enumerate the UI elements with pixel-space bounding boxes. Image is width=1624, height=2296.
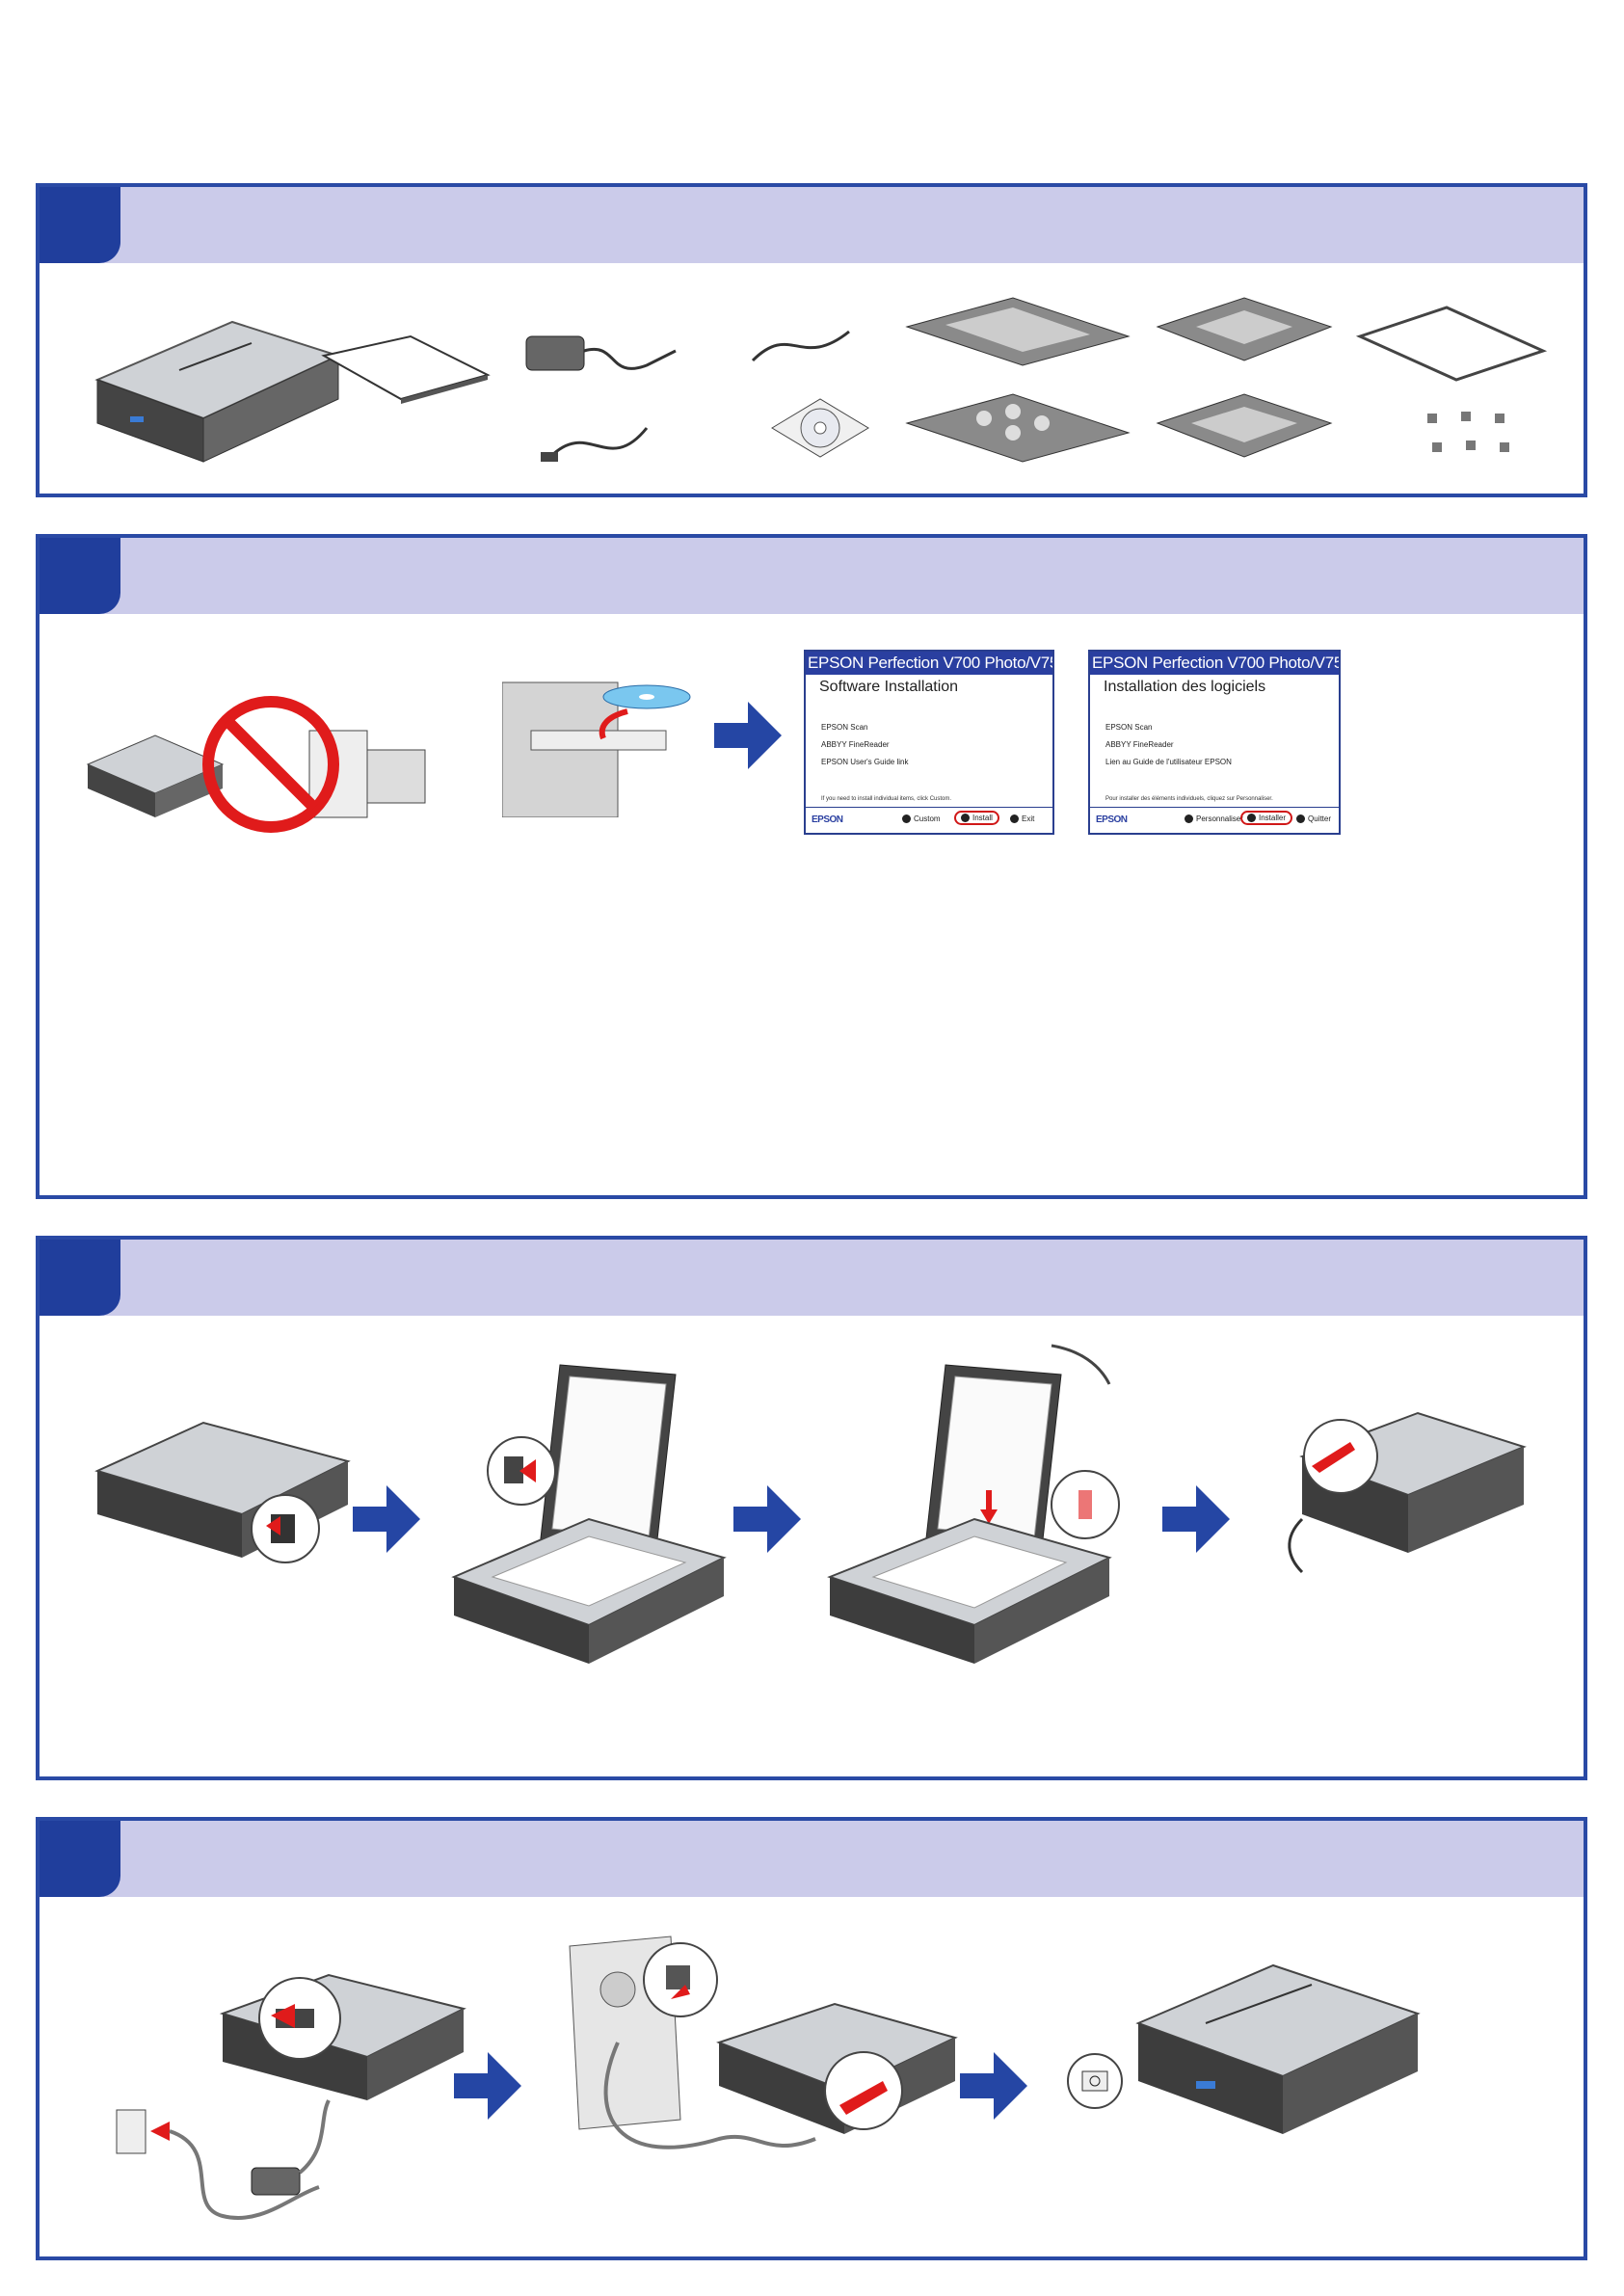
button-dot-icon bbox=[1296, 814, 1305, 823]
step-tab bbox=[40, 1821, 120, 1897]
open-lid-illustration bbox=[451, 1364, 727, 1664]
quitter-button[interactable]: Quitter bbox=[1296, 814, 1331, 823]
personnaliser-button-label: Personnaliser bbox=[1196, 814, 1243, 823]
screen-note: Pour installer des éléments individuels,… bbox=[1105, 796, 1273, 802]
screen-item: EPSON User's Guide link bbox=[821, 758, 909, 766]
film-holder-35mm-strip-illustration bbox=[905, 297, 1131, 463]
screen-footer: EPSON Custom Install Exit bbox=[806, 807, 1052, 833]
button-dot-icon bbox=[961, 814, 970, 822]
arrow-right-icon bbox=[733, 1485, 801, 1553]
scanner-lock-release-illustration bbox=[1288, 1411, 1527, 1574]
step-tab bbox=[40, 1240, 120, 1316]
screen-item: Lien au Guide de l'utilisateur EPSON bbox=[1105, 758, 1232, 766]
section-header-band bbox=[40, 1240, 1584, 1316]
section-header-band bbox=[40, 538, 1584, 614]
button-dot-icon bbox=[902, 814, 911, 823]
software-installation-screen-fr: EPSON Perfection V700 Photo/V750 Pro Ins… bbox=[1088, 650, 1341, 835]
arrow-right-icon bbox=[454, 2052, 521, 2120]
section-unlock-scanner bbox=[36, 1236, 1587, 1780]
step-tab bbox=[40, 187, 120, 263]
power-on-illustration bbox=[1067, 1963, 1421, 2134]
personnaliser-button[interactable]: Personnaliser bbox=[1185, 814, 1243, 823]
quitter-button-label: Quitter bbox=[1308, 814, 1332, 823]
screen-footer: EPSON Personnaliser Installer Quitter bbox=[1090, 807, 1339, 833]
screen-title: EPSON Perfection V700 Photo/V750 Pro bbox=[806, 652, 1052, 675]
button-dot-icon bbox=[1185, 814, 1193, 823]
remove-tape-illustration bbox=[827, 1344, 1120, 1664]
custom-button-label: Custom bbox=[914, 814, 941, 823]
ac-adapter-illustration bbox=[525, 335, 677, 462]
exit-button-label: Exit bbox=[1022, 814, 1035, 823]
screen-item: EPSON Scan bbox=[821, 723, 868, 732]
arrow-right-icon bbox=[960, 2052, 1027, 2120]
installer-button[interactable]: Installer bbox=[1240, 811, 1293, 825]
button-dot-icon bbox=[1247, 814, 1256, 822]
install-button[interactable]: Install bbox=[954, 811, 999, 825]
section-header-band bbox=[40, 187, 1584, 263]
section-install-software: EPSON Perfection V700 Photo/V750 Pro Sof… bbox=[36, 534, 1587, 1199]
epson-logo: EPSON bbox=[1096, 814, 1128, 825]
arrow-right-icon bbox=[1162, 1485, 1230, 1553]
section-header-band bbox=[40, 1821, 1584, 1897]
usb-cable-cd-illustration bbox=[751, 330, 869, 458]
section-unpack bbox=[36, 183, 1587, 497]
installer-button-label: Installer bbox=[1259, 814, 1287, 822]
section-connect-scanner bbox=[36, 1817, 1587, 2260]
step-tab bbox=[40, 538, 120, 614]
exit-button[interactable]: Exit bbox=[1010, 814, 1034, 823]
arrow-right-icon bbox=[353, 1485, 420, 1553]
software-installation-screen-en: EPSON Perfection V700 Photo/V750 Pro Sof… bbox=[804, 650, 1054, 835]
insert-cd-illustration bbox=[502, 681, 691, 817]
film-area-guide-illustration bbox=[1355, 306, 1548, 452]
document-mat-illustration bbox=[321, 334, 491, 404]
screen-title: EPSON Perfection V700 Photo/V750 Pro bbox=[1090, 652, 1339, 675]
scanner-illustration bbox=[94, 320, 341, 463]
screen-item: ABBYY FineReader bbox=[1105, 740, 1174, 749]
screen-item: ABBYY FineReader bbox=[821, 740, 890, 749]
power-cable-illustration bbox=[116, 1973, 466, 2220]
screen-note: If you need to install individual items,… bbox=[821, 796, 952, 802]
film-holder-medium-format-illustration bbox=[1156, 297, 1333, 458]
usb-cable-connection-illustration bbox=[569, 1936, 958, 2149]
install-button-label: Install bbox=[972, 814, 993, 822]
custom-button[interactable]: Custom bbox=[902, 814, 941, 823]
do-not-connect-illustration bbox=[86, 696, 426, 833]
arrow-right-icon bbox=[714, 702, 782, 769]
screen-subtitle: Software Installation bbox=[819, 679, 959, 695]
screen-subtitle: Installation des logiciels bbox=[1104, 679, 1266, 695]
screen-item: EPSON Scan bbox=[1105, 723, 1153, 732]
epson-logo: EPSON bbox=[812, 814, 843, 825]
button-dot-icon bbox=[1010, 814, 1019, 823]
scanner-back-lock-illustration bbox=[94, 1421, 351, 1563]
